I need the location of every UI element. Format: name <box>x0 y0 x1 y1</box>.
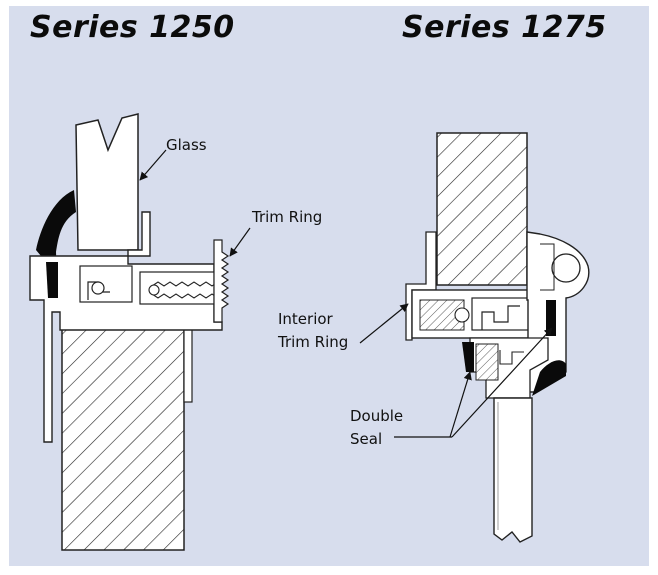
double-seal-leader-1 <box>449 371 472 438</box>
label-double-line2: Seal <box>350 430 383 448</box>
frame-block-right <box>436 132 528 286</box>
label-glass: Glass <box>166 136 207 154</box>
frame-block-left <box>61 311 185 551</box>
glass-leader <box>139 149 167 181</box>
series-1275-section <box>405 132 590 543</box>
label-trim-ring: Trim Ring <box>252 208 323 226</box>
title-series-1250: Series 1250 <box>30 10 235 45</box>
seal-right <box>546 300 556 336</box>
trim-ring-leader <box>229 227 251 257</box>
interior-trim-ring <box>405 231 437 341</box>
seal-left <box>462 342 474 372</box>
series-1250-section <box>29 113 230 551</box>
gasket-left <box>36 190 76 300</box>
trim-ring-left <box>213 239 230 323</box>
glass-pane-right <box>493 397 533 543</box>
title-series-1275: Series 1275 <box>402 10 607 45</box>
label-interior-line2: Trim Ring <box>278 333 349 351</box>
label-double-line1: Double <box>350 407 404 425</box>
double-seal-leader-2 <box>451 327 553 438</box>
interior-trim-ring-leader <box>359 303 409 344</box>
label-interior-line1: Interior <box>278 310 333 328</box>
glass-pane-left <box>75 113 139 251</box>
